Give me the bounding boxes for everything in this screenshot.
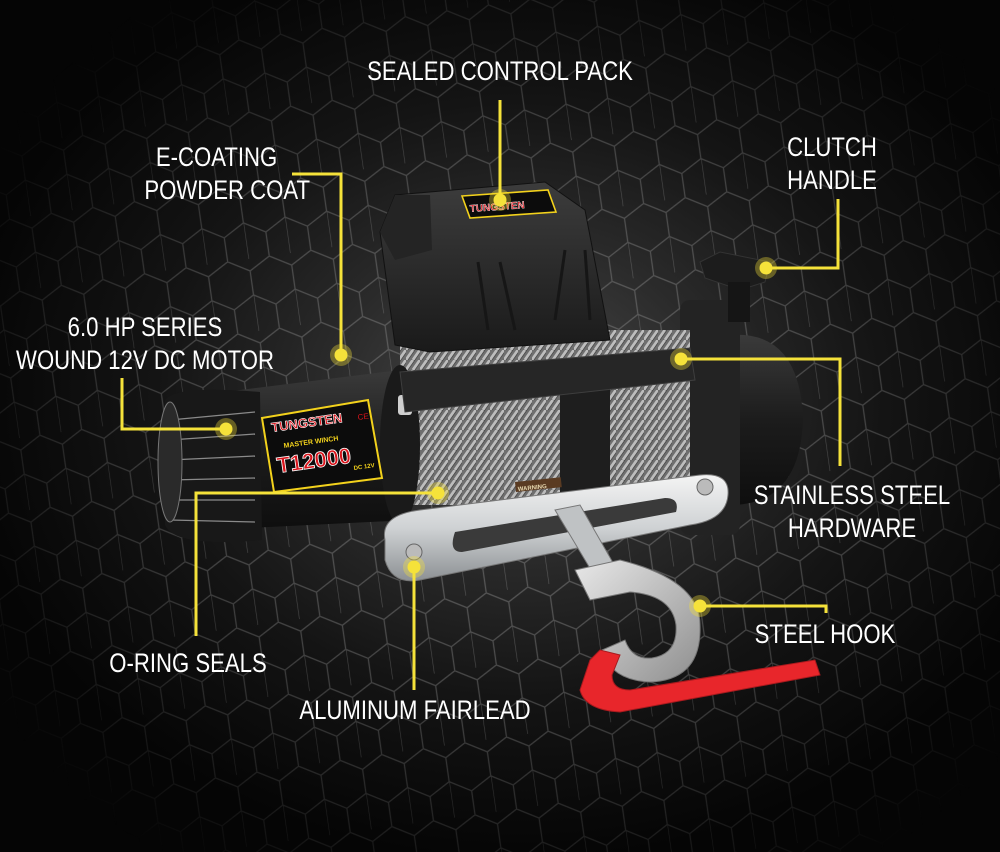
svg-text:WARNING: WARNING [518, 484, 548, 493]
svg-text:CE: CE [357, 412, 369, 422]
label-sealed-control-pack: SEALED CONTROL PACK [367, 56, 633, 86]
label-o-ring: O-RING SEALS [109, 648, 267, 678]
label-stainless-steel: STAINLESS STEEL HARDWARE [753, 480, 951, 543]
motor-label: TUNGSTEN CE MASTER WINCH T12000 DC 12V [260, 398, 384, 494]
label-motor: 6.0 HP SERIES WOUND 12V DC MOTOR [16, 312, 274, 375]
label-steel-hook: STEEL HOOK [754, 619, 896, 649]
svg-text:DC 12V: DC 12V [353, 463, 375, 472]
control-pack-cover: TUNGSTEN [379, 181, 611, 353]
label-fairlead: ALUMINUM FAIRLEAD [299, 695, 531, 725]
svg-text:TUNGSTEN: TUNGSTEN [469, 200, 525, 215]
label-clutch-handle: CLUTCH HANDLE [787, 132, 877, 195]
red-strap [579, 649, 821, 713]
clutch-handle [699, 251, 771, 322]
label-e-coating: E-COATING POWDER COAT [144, 142, 310, 205]
